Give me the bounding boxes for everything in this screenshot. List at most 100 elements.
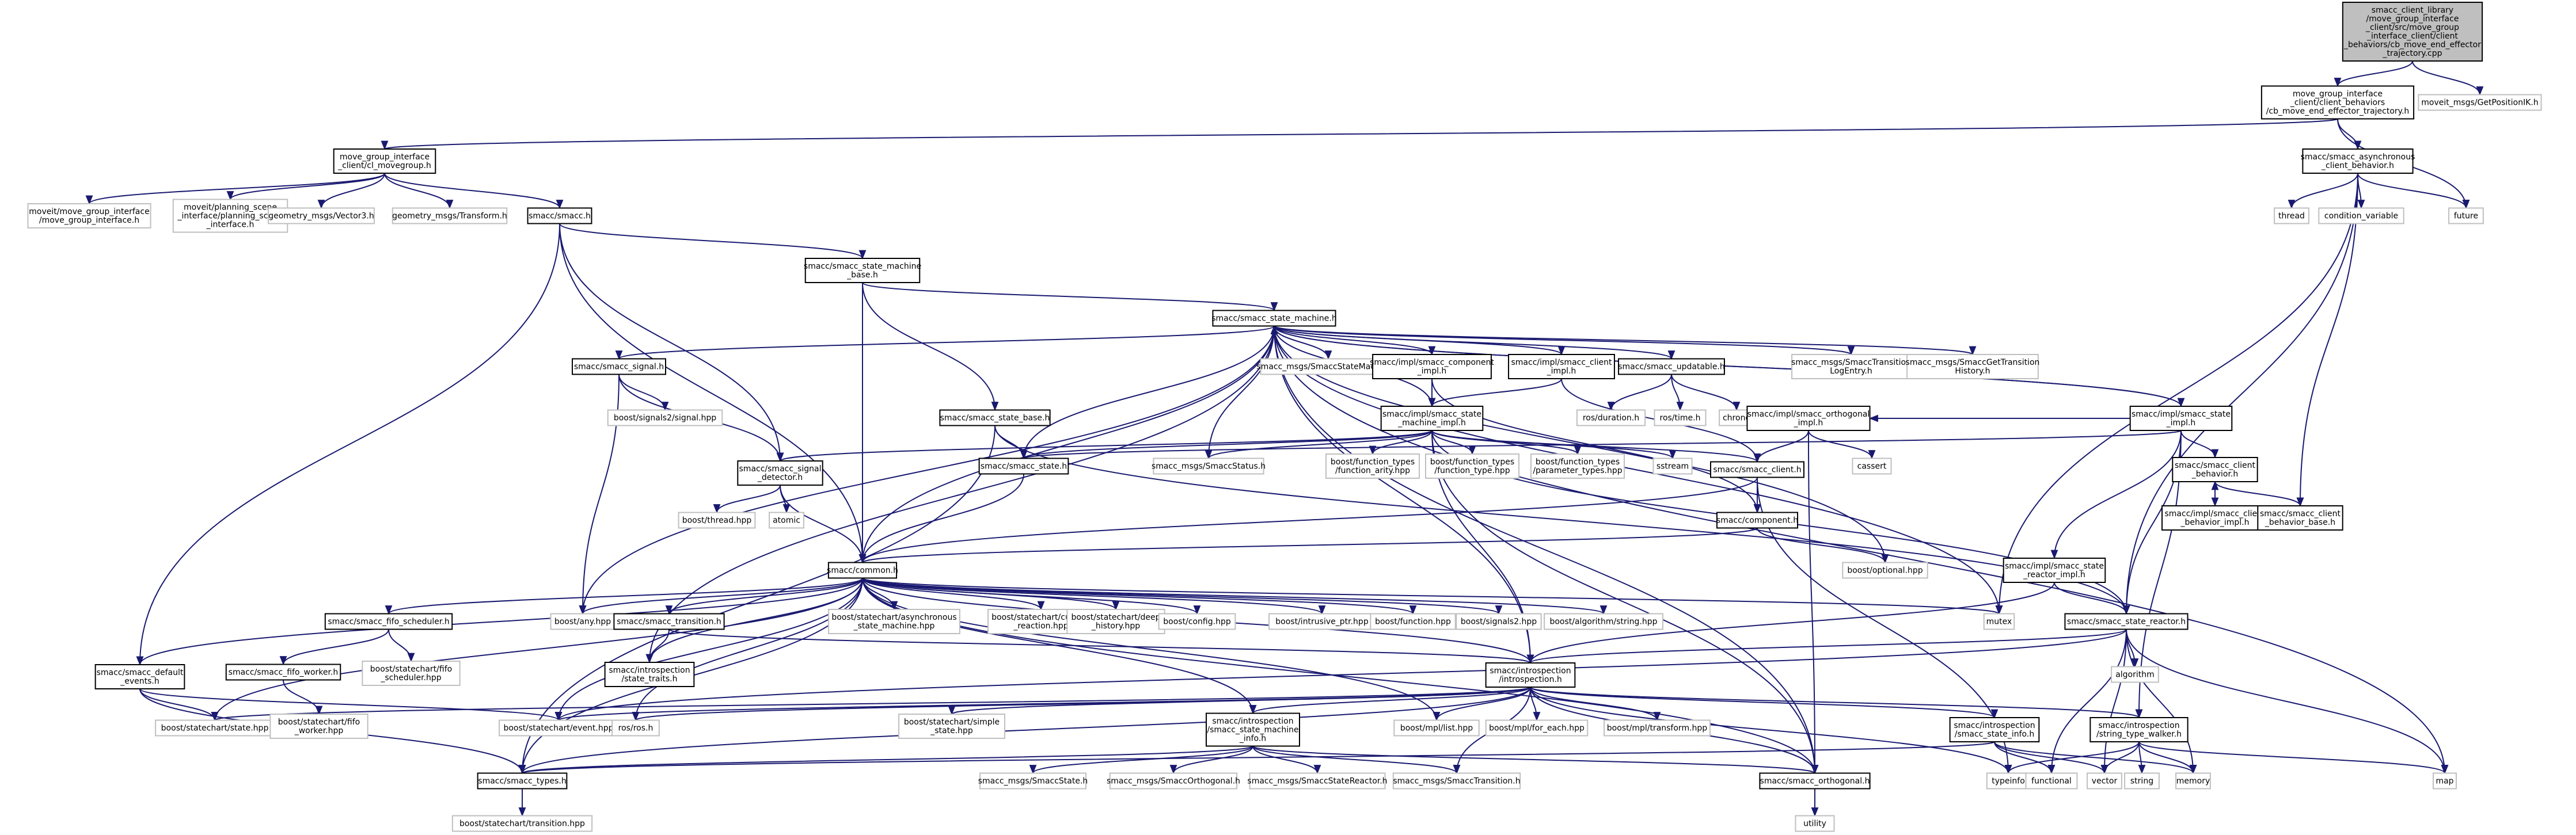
edge-intro-to-simple	[948, 687, 1531, 715]
graph-node-smacc_h[interactable]: smacc/smacc.h	[527, 207, 592, 224]
node-label-line: _impl.h	[1547, 367, 1576, 376]
edges-layer	[85, 60, 2484, 817]
node-box	[2111, 666, 2159, 683]
graph-node-intro[interactable]: smacc/introspection/introspection.h	[1485, 662, 1576, 688]
graph-node-cl_move[interactable]: move_group_interface_client/cl_movegroup…	[333, 148, 436, 174]
edge-fifo_worker-to-fifo_w_hpp	[283, 680, 323, 715]
graph-node-config: boost/config.hpp	[1158, 613, 1236, 630]
graph-node-updatable[interactable]: smacc/smacc_updatable.h	[1618, 358, 1725, 375]
graph-node-transition[interactable]: smacc/smacc_transition.h	[613, 613, 725, 630]
graph-node-ft_param: boost/function_types/parameter_types.hpp	[1530, 453, 1625, 479]
edge-sm-to-state_h	[1020, 326, 1275, 460]
node-box	[1652, 457, 1693, 475]
graph-node-condvar: condition_variable	[2318, 207, 2404, 224]
node-label-line: boost/mpl/list.hpp	[1400, 724, 1473, 733]
node-label-line: _behavior_base.h	[2265, 518, 2335, 527]
graph-node-default_ev[interactable]: smacc/smacc_default_events.h	[94, 664, 185, 689]
node-label-line: future	[2454, 212, 2478, 221]
node-box	[451, 815, 593, 832]
graph-node-signals2: boost/signals2.hpp	[1456, 613, 1542, 630]
node-label-line: move_group_interface	[2293, 90, 2383, 99]
graph-node-client_h[interactable]: smacc/smacc_client.h	[1710, 461, 1804, 478]
node-label-line: _impl.h	[2166, 418, 2196, 428]
node-box	[1759, 772, 1871, 790]
graph-node-common[interactable]: smacc/common.h	[827, 562, 898, 579]
node-label-line: smacc/smacc_client	[2175, 461, 2255, 470]
graph-node-sm_base[interactable]: smacc/smacc_state_machine_base.h	[804, 258, 921, 283]
edge-common-to-mutex	[862, 577, 2003, 615]
graph-node-signal[interactable]: smacc/smacc_signal.h	[572, 358, 666, 375]
node-label-line: smacc_client_library	[2372, 6, 2453, 15]
edge-sm_base-to-sm	[862, 282, 1278, 312]
node-box	[1604, 719, 1711, 737]
node-label-line: ros/ros.h	[618, 724, 654, 733]
graph-node-cb_h[interactable]: smacc/smacc_client_behavior.h	[2172, 457, 2258, 482]
graph-node-cb_impl[interactable]: smacc/impl/smacc_client_behavior_impl.h	[2161, 505, 2269, 531]
graph-node-component[interactable]: smacc/component.h	[1716, 512, 1798, 529]
node-box	[2087, 772, 2122, 790]
graph-node-orth_h[interactable]: smacc/smacc_orthogonal.h	[1759, 772, 1871, 790]
edge-state_reactor-to-event_hpp	[555, 629, 2127, 722]
node-box	[611, 719, 660, 737]
node-label-line: smacc/smacc.h	[529, 212, 591, 221]
graph-node-cb_base[interactable]: smacc/smacc_client_behavior_base.h	[2257, 505, 2343, 531]
node-box	[1372, 354, 1492, 379]
node-box	[2260, 85, 2415, 120]
node-label-line: _interface_client/client	[2366, 32, 2459, 41]
edge-common-to-algostr	[862, 577, 1607, 615]
edge-state_reactor-to-vector	[2100, 629, 2127, 775]
node-label-line: _client/cl_movegroup.h	[337, 161, 431, 170]
graph-node-comp_impl[interactable]: smacc/impl/smacc_component_impl.h	[1370, 354, 1494, 379]
edge-sm_info-to-msg_orth	[1169, 746, 1253, 775]
graph-node-client_impl[interactable]: smacc/impl/smacc_client_impl.h	[1508, 354, 1615, 379]
edge-common-to-function	[862, 577, 1416, 615]
graph-node-sr_impl[interactable]: smacc/impl/smacc_state_reactor_impl.h	[2003, 558, 2106, 583]
graph-node-state_impl[interactable]: smacc/impl/smacc_state_impl.h	[2129, 406, 2233, 431]
graph-node-fifo_sched[interactable]: smacc/smacc_fifo_scheduler.h	[324, 613, 453, 630]
graph-node-cb_traj[interactable]: move_group_interface_client/client_behav…	[2260, 85, 2415, 120]
edge-sm-to-intro	[1274, 326, 1534, 664]
edge-common-to-fifo_sched	[385, 577, 863, 615]
node-box	[1153, 457, 1264, 475]
graph-node-root[interactable]: smacc_client_library/move_group_interfac…	[2342, 2, 2483, 62]
node-label-line: _interface.h	[206, 220, 254, 230]
graph-node-foreach: boost/mpl/for_each.hpp	[1485, 719, 1589, 737]
node-label-line: vector	[2092, 777, 2118, 786]
graph-node-walker[interactable]: smacc/introspection/string_type_walker.h	[2089, 717, 2189, 742]
node-label-line: sstream	[1656, 462, 1689, 471]
graph-node-sm[interactable]: smacc/smacc_state_machine.h	[1211, 310, 1337, 327]
node-box	[1530, 453, 1625, 479]
graph-node-types[interactable]: smacc/smacc_types.h	[477, 772, 568, 790]
graph-node-state_h[interactable]: smacc/smacc_state.h	[978, 457, 1069, 475]
graph-node-sm_info[interactable]: smacc/introspection/smacc_state_machine_…	[1206, 712, 1300, 747]
graph-node-deep_hist: boost/statechart/deep_history.hpp	[1066, 609, 1165, 634]
edge-common-to-any	[579, 578, 863, 615]
node-label-line: smacc/impl/smacc_state	[2005, 562, 2104, 571]
node-box	[978, 457, 1069, 475]
node-label-line: /move_group_interface	[2366, 14, 2459, 24]
graph-node-fifo_worker[interactable]: smacc/smacc_fifo_worker.h	[225, 664, 341, 681]
graph-node-state_reactor[interactable]: smacc/smacc_state_reactor.h	[2064, 613, 2189, 630]
node-box	[1983, 613, 2015, 630]
node-box	[1066, 609, 1165, 634]
graph-node-list: boost/mpl/list.hpp	[1393, 719, 1480, 737]
node-label-line: smacc/smacc_state_machine.h	[1211, 314, 1336, 323]
graph-node-async[interactable]: smacc/smacc_asynchronous_client_behavior…	[2301, 148, 2415, 174]
graph-node-state_base[interactable]: smacc/smacc_state_base.h	[939, 409, 1051, 426]
node-label-line: smacc/impl/smacc_client	[1511, 358, 1613, 367]
node-label-line: condition_variable	[2324, 212, 2398, 221]
graph-node-sm_impl[interactable]: smacc/impl/smacc_state_machine_impl.h	[1380, 406, 1484, 431]
node-box	[527, 207, 592, 224]
node-label-line: smacc/introspection	[1490, 666, 1571, 676]
node-label-line: functional	[2031, 777, 2072, 786]
node-label-line: smacc/smacc_signal.h	[574, 363, 664, 372]
graph-node-st_info[interactable]: smacc/introspection/smacc_state_info.h	[1949, 717, 2040, 742]
node-box	[604, 662, 695, 687]
graph-node-state_traits[interactable]: smacc/introspection/state_traits.h	[604, 662, 695, 687]
graph-node-sigdet[interactable]: smacc/smacc_signal_detector.h	[737, 460, 823, 486]
graph-node-orth_impl[interactable]: smacc/impl/smacc_orthogonal_impl.h	[1746, 406, 1871, 431]
node-label-line: typeinfo	[1992, 777, 2025, 786]
node-label-line: _machine_impl.h	[1397, 418, 1466, 428]
node-box	[1485, 662, 1576, 688]
node-label-line: boost/config.hpp	[1163, 617, 1231, 627]
